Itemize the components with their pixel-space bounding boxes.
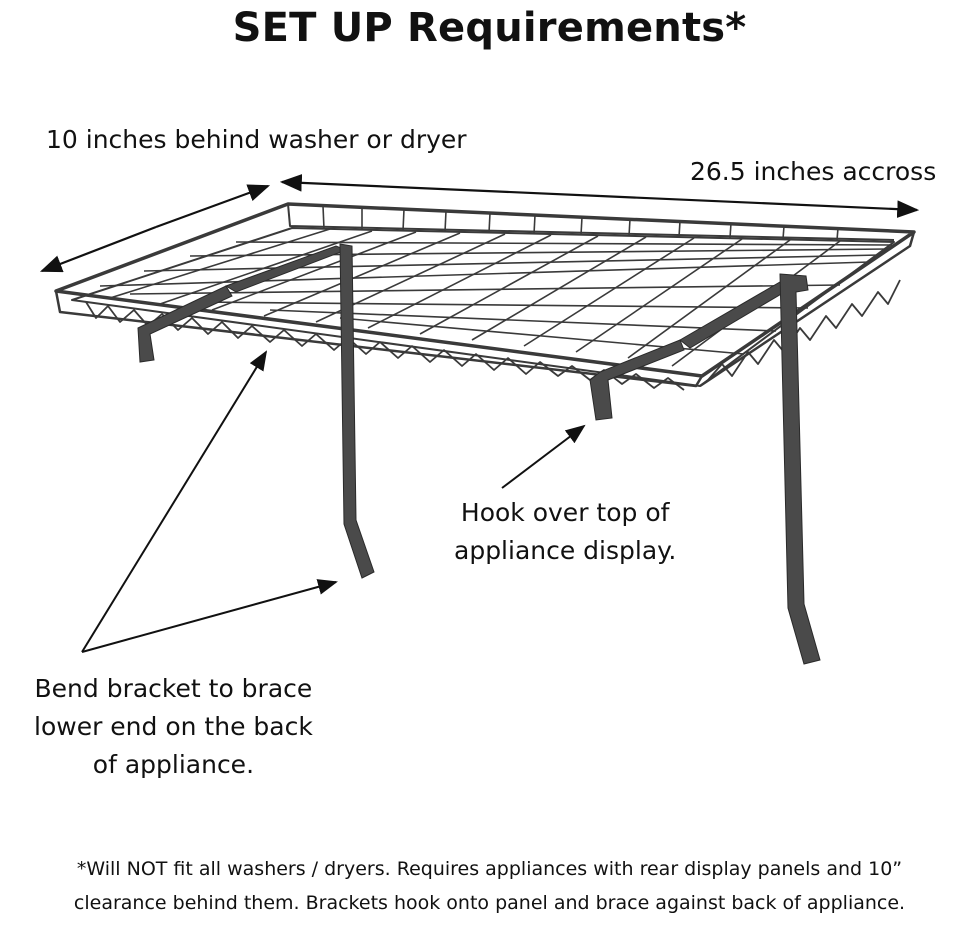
hook-instruction-label: Hook over top of appliance display.: [454, 494, 676, 570]
width-arrow: [599, 194, 920, 218]
page-title: SET UP Requirements*: [232, 5, 747, 51]
bend-line-3: of appliance.: [92, 750, 255, 779]
shelf-right-lip: [699, 231, 916, 388]
left-leg-bracket: [339, 243, 375, 579]
shelf-floor-frame: [71, 227, 895, 387]
bend-line-2: lower end on the back: [34, 712, 313, 741]
width-arrow-back: [279, 174, 601, 198]
depth-arrow-back: [39, 225, 157, 273]
brackets: [137, 243, 821, 665]
width-dimension-label: 26.5 inches accross: [690, 157, 937, 186]
dimension-arrows: [39, 174, 920, 273]
right-hook-bracket: [589, 339, 685, 421]
back-wires: [322, 205, 839, 241]
depth-arrow: [155, 184, 271, 229]
right-zigzag: [707, 279, 901, 381]
footnote-line-1: *Will NOT fit all washers / dryers. Requ…: [76, 858, 903, 880]
shelf-front-lip: [54, 290, 704, 388]
depth-dimension-label: 10 inches behind washer or dryer: [46, 125, 467, 154]
right-leg-bracket: [779, 273, 821, 665]
bend-callout-arrow-lower: [81, 579, 338, 653]
bend-callout-arrow-upper: [81, 350, 268, 653]
callout-arrows: [81, 350, 586, 653]
bend-instruction-label: Bend bracket to brace lower end on the b…: [34, 670, 313, 784]
footnote: *Will NOT fit all washers / dryers. Requ…: [0, 852, 979, 920]
hook-callout-arrow: [501, 424, 586, 489]
hook-line-2: appliance display.: [454, 536, 677, 565]
shelf-back-rail: [287, 203, 895, 241]
hook-line-1: Hook over top of: [460, 498, 670, 527]
bend-line-1: Bend bracket to brace: [34, 674, 313, 703]
footnote-line-2: clearance behind them. Brackets hook ont…: [73, 892, 906, 914]
